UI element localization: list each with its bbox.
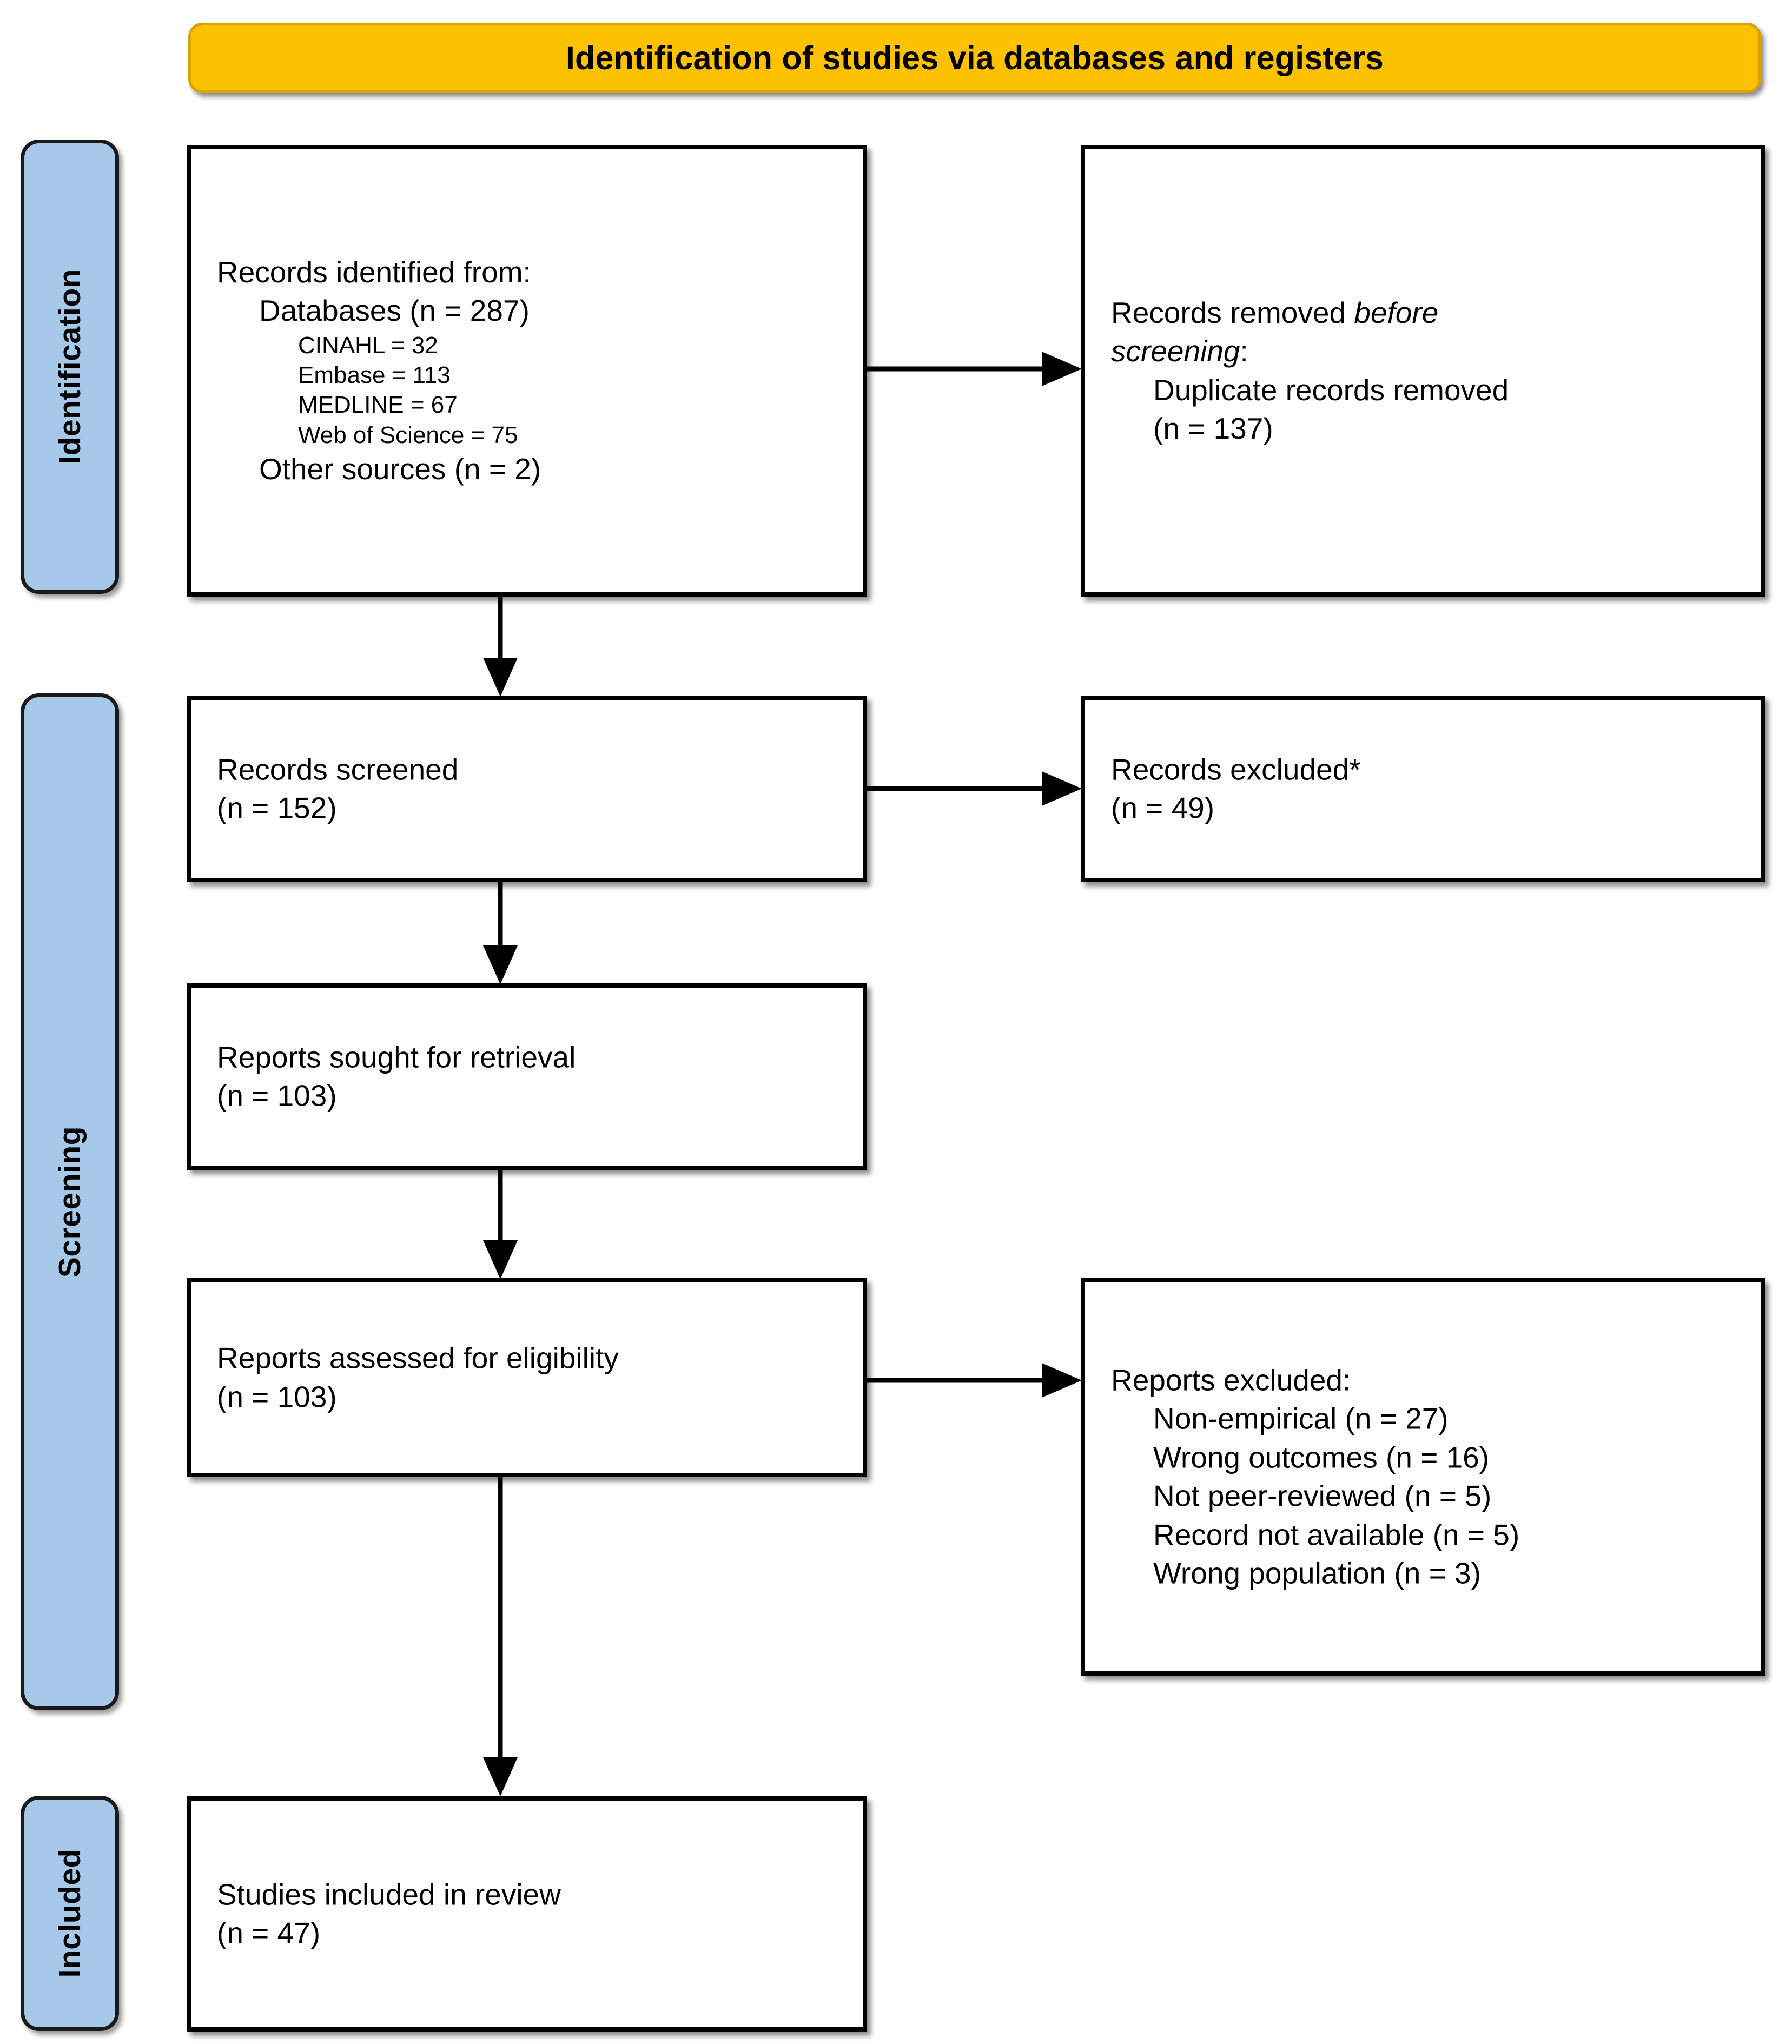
stage-tab-screening-label: Screening (52, 1126, 87, 1278)
reports-assessed-label: Reports assessed for eligibility (217, 1341, 619, 1375)
box-records-removed: Records removed before screening: Duplic… (1081, 145, 1765, 597)
source-web-of-science: Web of Science = 75 (298, 421, 518, 448)
box-reports-assessed: Reports assessed for eligibility (n = 10… (187, 1278, 867, 1477)
reports-assessed-count: (n = 103) (217, 1380, 337, 1413)
source-embase: Embase = 113 (298, 361, 451, 388)
records-removed-heading-line2: screening: (1111, 332, 1748, 371)
arrow-screened-to-records-excluded (863, 762, 1085, 816)
arrow-assessed-to-reports-excluded (863, 1353, 1085, 1407)
reports-excluded-heading: Reports excluded: (1111, 1363, 1351, 1397)
records-removed-emphasis-screening: screening (1111, 334, 1240, 368)
records-identified-heading: Records identified from: (217, 255, 531, 289)
source-cinahl: CINAHL = 32 (298, 332, 438, 359)
records-identified-other: Other sources (n = 2) (259, 452, 541, 486)
stage-tab-included: Included (21, 1796, 119, 2031)
reason-record-not-available: Record not available (n = 5) (1153, 1518, 1520, 1551)
duplicate-records-removed-count: (n = 137) (1153, 412, 1273, 445)
stage-tab-screening: Screening (21, 693, 119, 1710)
arrow-screened-to-sought (473, 878, 527, 987)
records-excluded-count: (n = 49) (1111, 791, 1215, 825)
box-reports-sought: Reports sought for retrieval (n = 103) (187, 983, 867, 1170)
arrow-identified-to-screened (473, 593, 527, 699)
records-excluded-label: Records excluded* (1111, 752, 1361, 786)
reports-sought-count: (n = 103) (217, 1079, 337, 1113)
box-records-excluded: Records excluded* (n = 49) (1081, 696, 1765, 882)
box-records-screened: Records screened (n = 152) (187, 696, 867, 882)
reason-wrong-outcomes: Wrong outcomes (n = 16) (1153, 1440, 1490, 1474)
stage-tab-identification: Identification (21, 140, 119, 594)
diagram-header-banner: Identification of studies via databases … (188, 23, 1761, 93)
reports-sought-label: Reports sought for retrieval (217, 1040, 576, 1074)
diagram-title: Identification of studies via databases … (565, 39, 1384, 76)
reason-not-peer-reviewed: Not peer-reviewed (n = 5) (1153, 1479, 1492, 1513)
arrow-sought-to-assessed (473, 1166, 527, 1281)
studies-included-label: Studies included in review (217, 1877, 561, 1911)
box-reports-excluded: Reports excluded: Non-empirical (n = 27)… (1081, 1278, 1765, 1676)
records-removed-colon: : (1240, 334, 1248, 368)
records-removed-emphasis-before: before (1354, 295, 1439, 329)
records-screened-count: (n = 152) (217, 791, 337, 825)
records-removed-text: Records removed (1111, 295, 1354, 329)
reason-wrong-population: Wrong population (n = 3) (1153, 1556, 1481, 1590)
arrow-assessed-to-included (473, 1473, 527, 1798)
records-identified-databases: Databases (n = 287) (259, 293, 530, 327)
studies-included-count: (n = 47) (217, 1916, 321, 1950)
box-studies-included: Studies included in review (n = 47) (187, 1796, 867, 2032)
duplicate-records-removed-label: Duplicate records removed (1153, 373, 1509, 407)
arrow-identified-to-removed (863, 342, 1085, 396)
reason-non-empirical: Non-empirical (n = 27) (1153, 1401, 1449, 1436)
stage-tab-identification-label: Identification (52, 269, 87, 465)
source-medline: MEDLINE = 67 (298, 392, 458, 419)
records-removed-heading-line1: Records removed before (1111, 294, 1748, 333)
records-screened-label: Records screened (217, 752, 459, 786)
stage-tab-included-label: Included (52, 1849, 87, 1978)
box-records-identified: Records identified from: Databases (n = … (187, 145, 867, 597)
